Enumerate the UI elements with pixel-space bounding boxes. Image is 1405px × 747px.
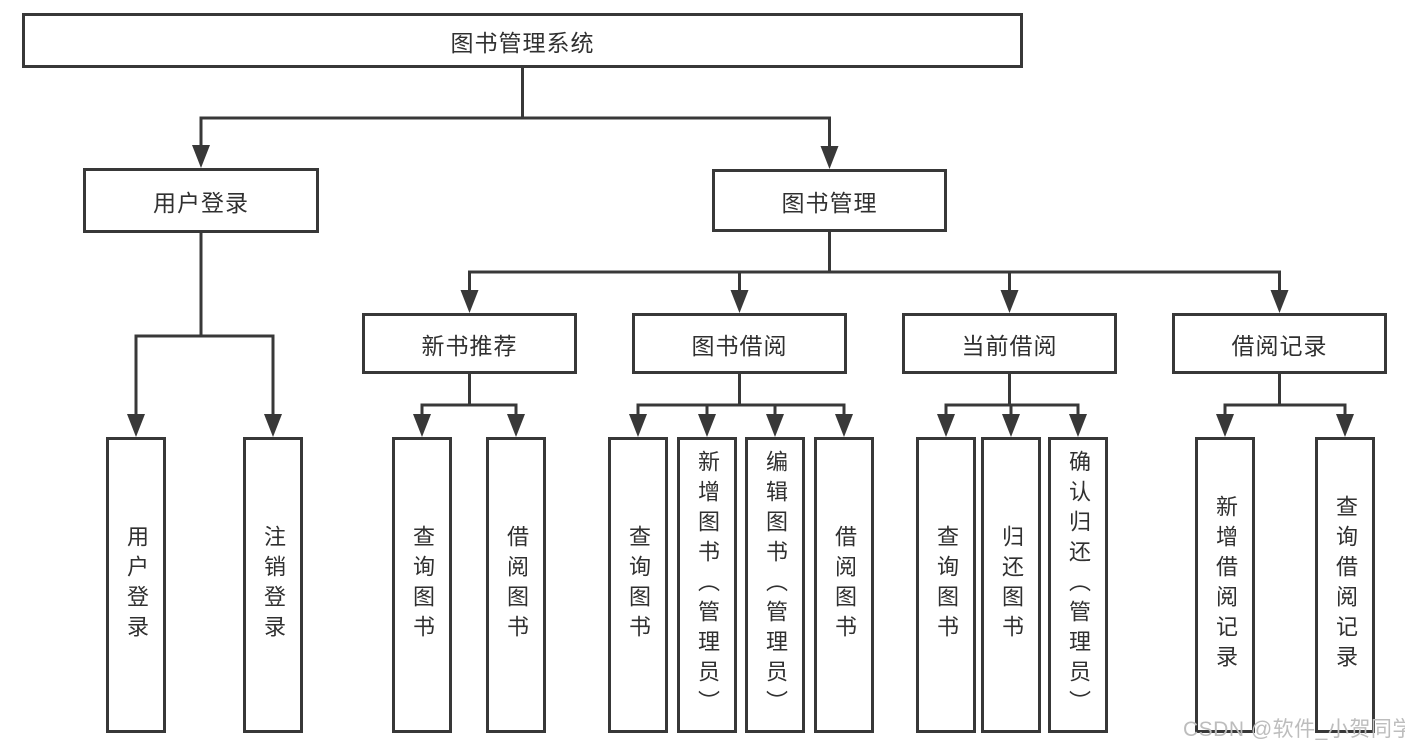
node-label: 图书管理系统: [450, 29, 595, 56]
node-label: 图书借阅: [691, 332, 788, 359]
node-book-borrow: 图书借阅: [632, 313, 847, 374]
leaf-borrow-books: 借阅图书: [486, 437, 546, 733]
leaf-query-books: 查询图书: [392, 437, 452, 733]
node-label: 当前借阅: [961, 332, 1058, 359]
leaf-add-books-admin: 新增图书（管理员）: [677, 437, 737, 733]
node-label: 确认归还（管理员）: [1066, 450, 1091, 720]
node-label: 用户登录: [124, 525, 149, 645]
node-label: 借阅记录: [1231, 332, 1328, 359]
leaf-confirm-return-admin: 确认归还（管理员）: [1048, 437, 1108, 733]
node-label: 新增图书（管理员）: [695, 450, 720, 720]
leaf-add-borrow-record: 新增借阅记录: [1195, 437, 1255, 733]
node-label: 查询图书: [934, 525, 959, 645]
node-label: 新书推荐: [421, 332, 518, 359]
node-label: 查询图书: [410, 525, 435, 645]
node-label: 查询借阅记录: [1333, 495, 1358, 675]
node-current-borrow: 当前借阅: [902, 313, 1117, 374]
node-label: 归还图书: [999, 525, 1024, 645]
node-label: 用户登录: [153, 189, 249, 216]
node-borrow-records: 借阅记录: [1172, 313, 1387, 374]
node-root: 图书管理系统: [22, 13, 1023, 68]
node-label: 借阅图书: [504, 525, 529, 645]
leaf-borrow-books: 借阅图书: [814, 437, 874, 733]
node-book-management: 图书管理: [712, 169, 947, 232]
leaf-return-books: 归还图书: [981, 437, 1041, 733]
node-label: 图书管理: [781, 189, 878, 216]
leaf-query-borrow-record: 查询借阅记录: [1315, 437, 1375, 733]
leaf-query-books: 查询图书: [608, 437, 668, 733]
node-user-login: 用户登录: [83, 168, 319, 233]
leaf-user-login: 用户登录: [106, 437, 166, 733]
leaf-query-books: 查询图书: [916, 437, 976, 733]
leaf-edit-books-admin: 编辑图书（管理员）: [745, 437, 805, 733]
csdn-watermark: CSDN @软件_小贺同学: [1183, 718, 1405, 741]
node-label: 新增借阅记录: [1213, 495, 1238, 675]
node-new-book-recommend: 新书推荐: [362, 313, 577, 374]
node-label: 编辑图书（管理员）: [763, 450, 788, 720]
node-label: 查询图书: [626, 525, 651, 645]
node-label: 借阅图书: [832, 525, 857, 645]
leaf-logout: 注销登录: [243, 437, 303, 733]
node-label: 注销登录: [261, 525, 286, 645]
